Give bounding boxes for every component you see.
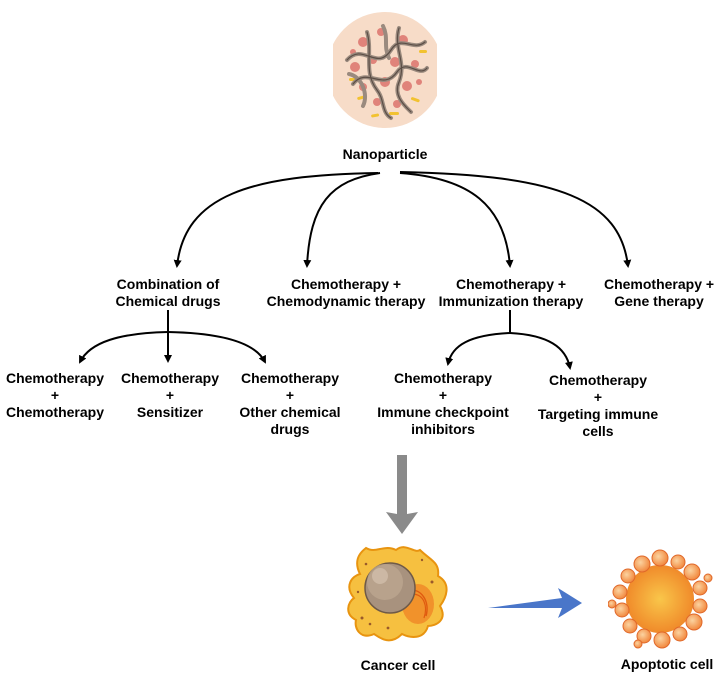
sub-chemo-checkpoint: Chemotherapy + Immune checkpoint inhibit… bbox=[377, 370, 509, 437]
link-immuno-right bbox=[509, 332, 573, 370]
link-chemical-right bbox=[167, 331, 266, 364]
right-arrow bbox=[488, 588, 582, 618]
link-chemical-left bbox=[79, 331, 169, 364]
link-root-chemodynamic bbox=[303, 172, 381, 268]
sub-chemo-sensitizer: Chemotherapy + Sensitizer bbox=[120, 370, 220, 420]
link-root-immunization bbox=[399, 172, 514, 268]
down-arrow bbox=[386, 455, 418, 534]
link-root-chemical bbox=[173, 172, 379, 268]
apoptotic-cell-icon bbox=[608, 549, 713, 649]
branch-chemical-drugs: Combination of Chemical drugs bbox=[115, 276, 221, 309]
sub-chemo-other-drugs: Chemotherapy + Other chemical drugs bbox=[239, 370, 341, 437]
link-immuno-left bbox=[445, 332, 511, 366]
branch-chemodynamic: Chemotherapy + Chemodynamic therapy bbox=[266, 276, 426, 309]
branch-immunization: Chemotherapy + Immunization therapy bbox=[438, 276, 584, 309]
branch-gene: Chemotherapy + Gene therapy bbox=[603, 276, 715, 309]
nanoparticle-label: Nanoparticle bbox=[342, 146, 428, 162]
sub-chemo-chemo: Chemotherapy + Chemotherapy bbox=[5, 370, 105, 420]
cancer-cell-label: Cancer cell bbox=[360, 657, 436, 673]
link-root-gene bbox=[399, 171, 632, 268]
sub-chemo-targeting: Chemotherapy + Targeting immune cells bbox=[537, 372, 659, 439]
nanoparticle-icon bbox=[333, 12, 437, 128]
cancer-cell-icon bbox=[347, 546, 448, 642]
apoptotic-cell-label: Apoptotic cell bbox=[620, 656, 714, 672]
